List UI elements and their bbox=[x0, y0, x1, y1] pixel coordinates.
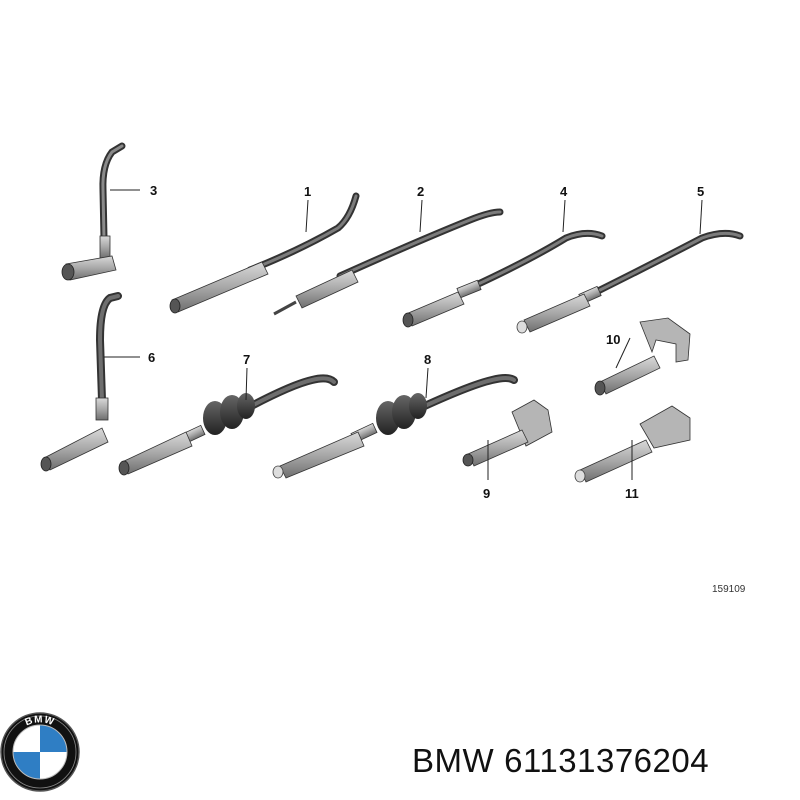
bmw-logo: BMW bbox=[0, 712, 80, 792]
part-3-cable bbox=[61, 142, 126, 281]
callout-4: 4 bbox=[560, 184, 568, 199]
callout-8: 8 bbox=[424, 352, 431, 367]
part-4-cable bbox=[402, 229, 606, 328]
part-8-cable bbox=[272, 374, 518, 479]
callout-1: 1 bbox=[304, 184, 311, 199]
callout-6: 6 bbox=[148, 350, 155, 365]
callout-9: 9 bbox=[483, 486, 490, 501]
part-number: 61131376204 bbox=[504, 742, 710, 779]
callout-2: 2 bbox=[417, 184, 424, 199]
callout-7: 7 bbox=[243, 352, 250, 367]
part-1-cable bbox=[169, 192, 360, 314]
diagram-reference-number: 159109 bbox=[712, 584, 746, 595]
part-6-cable bbox=[40, 292, 122, 472]
callout-10: 10 bbox=[606, 332, 620, 347]
part-10-terminal bbox=[594, 317, 691, 396]
callout-5: 5 bbox=[697, 184, 704, 199]
part-2-cable bbox=[273, 208, 504, 316]
callout-3: 3 bbox=[150, 183, 157, 198]
part-9-terminal bbox=[462, 399, 553, 467]
leader-lines bbox=[104, 189, 703, 480]
brand-name: BMW bbox=[412, 742, 495, 779]
part-7-cable bbox=[118, 374, 338, 476]
part-11-terminal bbox=[574, 405, 691, 483]
callout-11: 11 bbox=[625, 486, 639, 501]
bmw-logo-text: BMW bbox=[24, 714, 56, 728]
part-5-cable bbox=[516, 229, 744, 334]
